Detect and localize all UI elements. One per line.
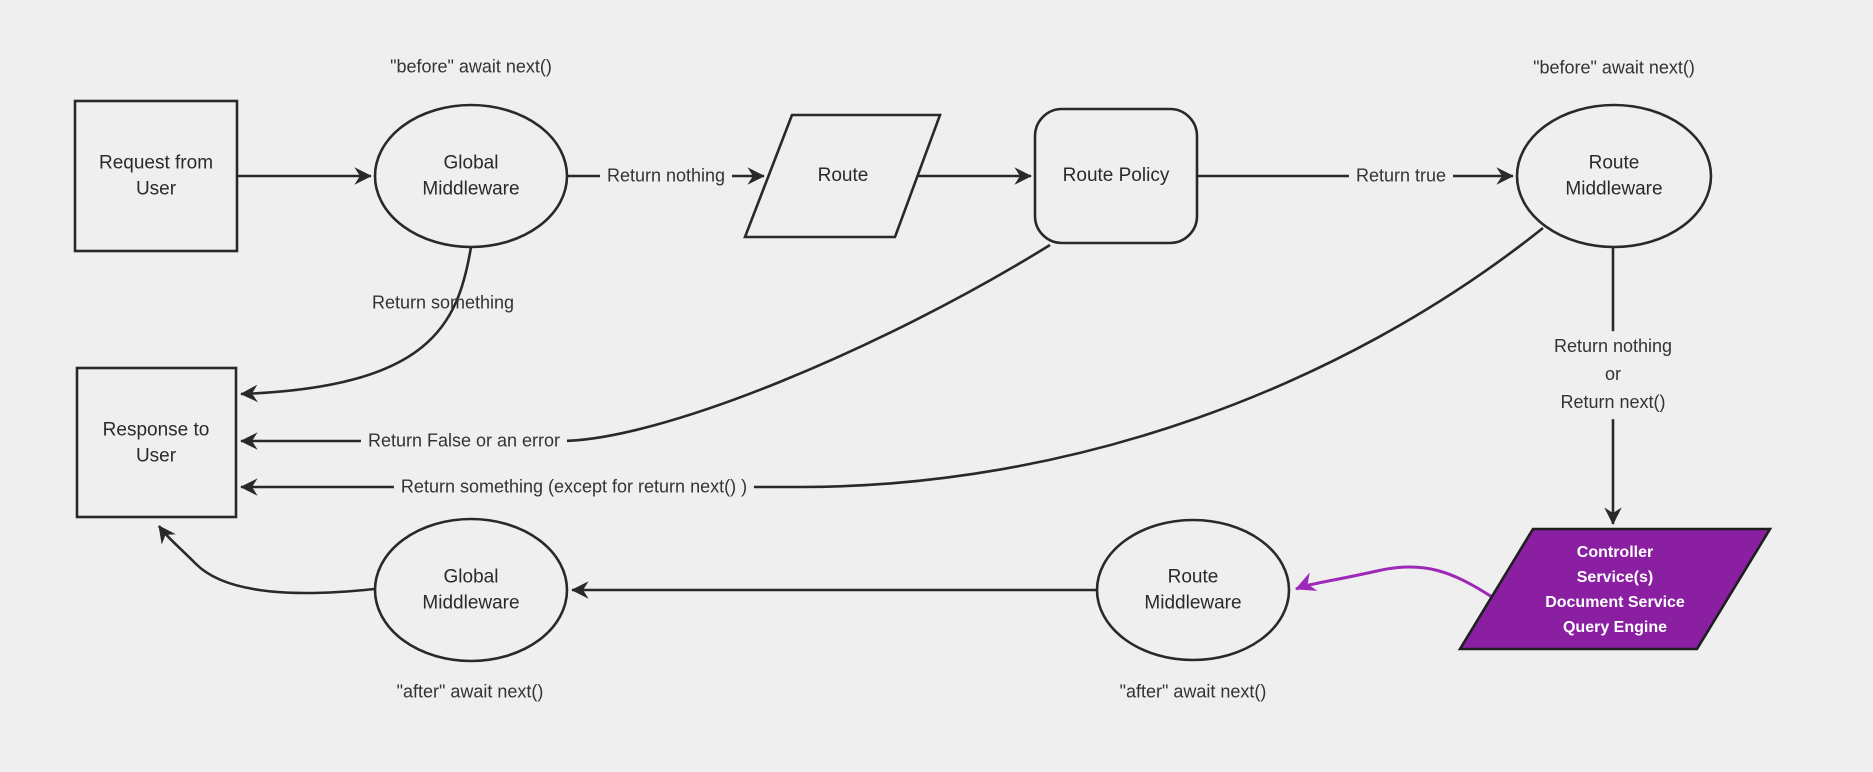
route-policy-node [1033, 107, 1199, 245]
edge-global-middleware-to-response [157, 525, 375, 595]
edge-route-middleware-return-something-except [240, 226, 1544, 496]
return-nothing-or-next-line-3: Return next() [1560, 391, 1666, 412]
controller-line-3: Document Service [1545, 594, 1685, 611]
route-middleware-top-node [1515, 103, 1713, 249]
controller-line-1: Controller [1576, 544, 1654, 561]
return-nothing-or-next-line-1: Return nothing [1553, 336, 1673, 357]
return-something-label: Return something [371, 292, 515, 313]
after-await-next-right-label: "after" await next() [1119, 681, 1267, 702]
return-nothing-or-next-label: Return nothing or Return next() [1547, 331, 1679, 419]
route-middleware-bottom-label: Route Middleware [1144, 566, 1242, 613]
before-await-next-right-label: "before" await next() [1533, 57, 1695, 78]
controller-line-4: Query Engine [1562, 619, 1668, 636]
return-true-label: Return true [1348, 163, 1454, 189]
controller-line-2: Service(s) [1576, 569, 1654, 586]
route-node [743, 113, 942, 239]
response-to-user-label: Response to User [102, 419, 210, 466]
route-policy-label: Route Policy [1062, 165, 1170, 187]
global-middleware-bottom-label: Global Middleware [422, 566, 520, 613]
route-middleware-top-label: Route Middleware [1565, 152, 1663, 199]
request-from-user-label: Request from User [98, 152, 214, 199]
return-false-or-error-label: Return False or an error [360, 428, 568, 454]
controller-services-label: Controller Service(s) Document Service Q… [1545, 540, 1685, 640]
request-from-user-node [73, 99, 239, 253]
response-to-user-node [75, 366, 238, 519]
route-label: Route [817, 165, 869, 187]
route-middleware-bottom-node [1095, 518, 1291, 662]
return-nothing-or-next-line-2: or [1604, 364, 1621, 385]
before-await-next-left-label: "before" await next() [390, 56, 552, 77]
edge-route-policy-return-false [240, 243, 1051, 450]
edge-global-middleware-return-something [240, 246, 473, 403]
global-middleware-top-node [373, 103, 569, 249]
return-something-except-label: Return something (except for return next… [393, 474, 755, 500]
global-middleware-bottom-node [373, 517, 569, 663]
controller-services-node [1457, 527, 1773, 651]
edge-controller-to-route-middleware [1295, 565, 1493, 599]
after-await-next-left-label: "after" await next() [396, 681, 544, 702]
return-nothing-label: Return nothing [599, 163, 733, 189]
global-middleware-top-label: Global Middleware [422, 152, 520, 199]
